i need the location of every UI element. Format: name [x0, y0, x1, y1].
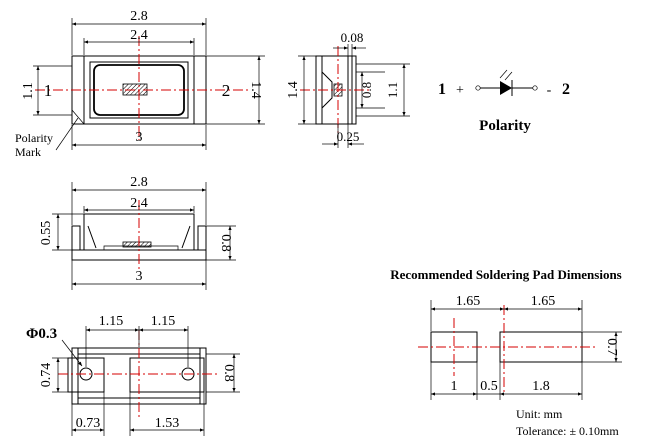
- solder-pad-title: Recommended Soldering Pad Dimensions: [390, 267, 621, 282]
- dim-height-right: 1.4: [248, 81, 263, 99]
- polarity-caption: Polarity: [479, 118, 531, 134]
- dim-body-width: 3: [136, 130, 143, 145]
- dim-bottom-height-left: 0.74: [39, 363, 54, 388]
- polarity-mark-label-2: Mark: [15, 145, 41, 159]
- dim-pad-height: 0.7: [604, 338, 619, 356]
- dim-front-body-width: 3: [136, 269, 143, 284]
- dim-inner-width: 2.4: [130, 28, 148, 43]
- dim-bottom-spacing-right: 1.15: [151, 314, 176, 329]
- dim-front-height-left: 0.55: [39, 221, 54, 246]
- dim-pad-top-right: 1.65: [531, 294, 556, 309]
- hole-diameter-label: Φ0.3: [26, 326, 57, 342]
- polarity-sign-positive: +: [456, 83, 464, 98]
- polarity-pin-negative: 2: [562, 81, 570, 98]
- dim-front-height-right: 0.8: [218, 234, 233, 252]
- dim-side-inner: 0.8: [359, 82, 374, 98]
- dim-front-overall-width: 2.8: [130, 175, 148, 190]
- polarity-sign-negative: -: [547, 83, 552, 98]
- front-view: 2.8 2.4 3 0.55 0.8: [39, 175, 236, 290]
- dim-bottom-spacing-left: 1.15: [99, 314, 124, 329]
- diode-icon: [500, 81, 512, 95]
- side-view: 0.08 1.4 0.8 1.1 0.25: [286, 30, 410, 148]
- polarity-symbol: 1 + - 2 Polarity: [438, 69, 570, 134]
- bottom-view-pad-right: [129, 357, 205, 393]
- dim-overall-width: 2.8: [130, 9, 148, 24]
- dim-height-left: 1.1: [21, 82, 36, 100]
- dim-bottom-height-right: 0.8: [221, 364, 236, 382]
- front-view-chip: [122, 241, 152, 248]
- dim-pad-left-width: 1: [451, 379, 458, 394]
- unit-note: Unit: mm: [516, 407, 563, 421]
- dim-side-height-right: 1.1: [385, 82, 400, 98]
- polarity-pin-positive: 1: [438, 81, 446, 98]
- dim-side-height-left: 1.4: [286, 81, 301, 99]
- dim-pad-gap: 0.5: [480, 379, 498, 394]
- pin-label-left: 1: [44, 81, 53, 100]
- soldering-pad-view: Recommended Soldering Pad Dimensions 1.6…: [390, 267, 622, 438]
- dim-bottom-pad-right: 1.53: [155, 416, 180, 431]
- dim-side-bottom: 0.25: [337, 129, 360, 144]
- polarity-mark-leader: [55, 117, 79, 151]
- top-view: 2.8 2.4 3 1.1 1.4 1 2 Polarity Mark: [15, 9, 265, 159]
- polarity-mark-notch: [71, 109, 85, 125]
- dim-side-top: 0.08: [341, 30, 364, 45]
- dim-front-inner-width: 2.4: [130, 196, 148, 211]
- pin-label-right: 2: [222, 81, 231, 100]
- dim-pad-top-left: 1.65: [456, 294, 481, 309]
- tolerance-note: Tolerance: ± 0.10mm: [516, 424, 619, 438]
- dim-bottom-pad-left: 0.73: [76, 416, 101, 431]
- bottom-view: Φ0.3 1.15 1.15 0.74 0.8 0.73 1.53: [26, 314, 240, 436]
- dim-pad-right-width: 1.8: [532, 379, 550, 394]
- polarity-mark-label-1: Polarity: [15, 131, 53, 145]
